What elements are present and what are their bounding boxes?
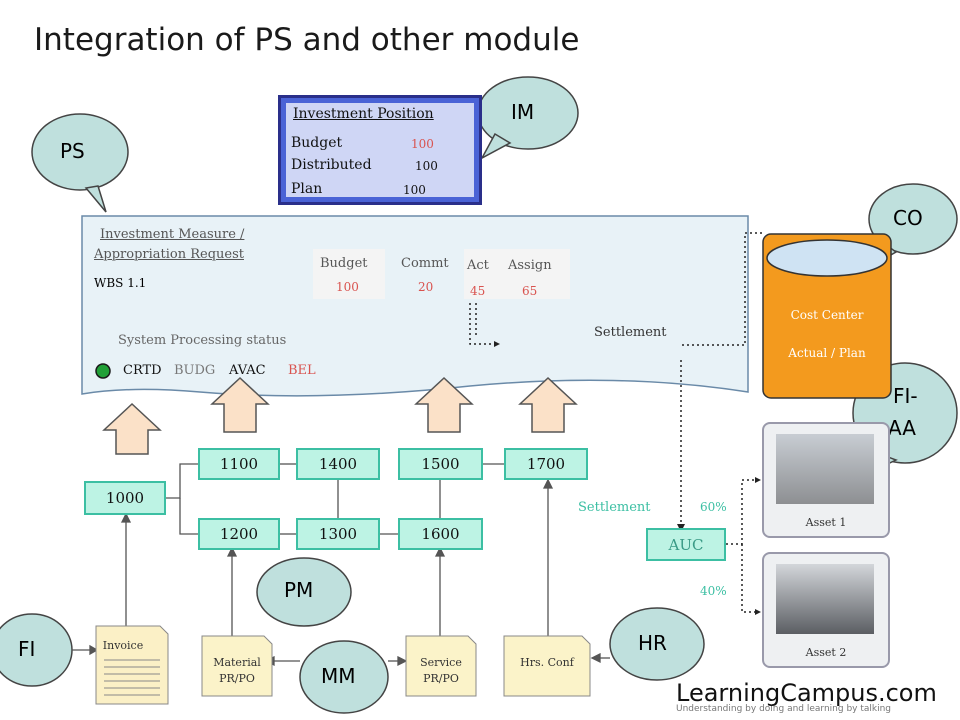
service-doc-label-1: Service xyxy=(420,656,462,669)
hr-bubble xyxy=(609,607,705,681)
co-bubble-label: CO xyxy=(893,206,923,230)
cost-center-label: Cost Center xyxy=(790,308,864,322)
node-1600[interactable]: 1600 xyxy=(398,518,483,550)
dotted-lines xyxy=(469,232,762,613)
asset-2-label: Asset 2 xyxy=(805,646,847,659)
material-doc-label-1: Material xyxy=(213,656,261,669)
material-doc-label-2: PR/PO xyxy=(219,672,255,685)
ps-panel xyxy=(81,215,749,397)
fi-bubble-label: FI xyxy=(18,637,36,661)
doc-shapes xyxy=(95,625,591,705)
assign-value: 65 xyxy=(522,284,538,298)
factory-image xyxy=(776,564,874,634)
hr-bubble-label: HR xyxy=(638,631,667,655)
up-arrow xyxy=(102,402,162,455)
auc-box[interactable]: AUC xyxy=(646,528,726,561)
brand-watermark: LearningCampus.com xyxy=(676,679,937,707)
commit-value: 20 xyxy=(418,280,434,294)
cost-center-actual-plan: Actual / Plan xyxy=(788,346,866,360)
doc-connectors xyxy=(120,478,554,636)
im-bubble-label: IM xyxy=(511,100,535,124)
status-crtd: CRTD xyxy=(123,363,162,378)
node-1100[interactable]: 1100 xyxy=(198,448,280,480)
node-1000[interactable]: 1000 xyxy=(84,481,166,515)
ps-panel-title-2: Appropriation Request xyxy=(94,247,244,262)
pct-60: 60% xyxy=(700,500,727,514)
up-arrow xyxy=(414,376,474,433)
page-title: Integration of PS and other module xyxy=(34,22,580,58)
node-1200[interactable]: 1200 xyxy=(198,518,280,550)
ip-budget-value: 100 xyxy=(411,137,434,151)
node-1700[interactable]: 1700 xyxy=(504,448,588,480)
fiaa-bubble-label-2: AA xyxy=(888,416,916,440)
asset-1-label: Asset 1 xyxy=(805,516,847,529)
asset-2-card[interactable]: Asset 2 xyxy=(762,552,890,668)
budget-cell xyxy=(313,249,385,299)
act-assign-cell xyxy=(464,249,570,299)
hrs-conf-doc-label: Hrs. Conf xyxy=(520,656,574,669)
ps-panel-title-1: Investment Measure / xyxy=(100,227,245,242)
investment-position-box: Investment Position Budget 100 Distribut… xyxy=(278,95,482,205)
actual-value: 45 xyxy=(470,284,486,298)
pm-bubble-label: PM xyxy=(284,578,314,602)
settlement-label-2: Settlement xyxy=(578,500,651,515)
ip-plan-label: Plan xyxy=(291,181,323,197)
investment-position-title: Investment Position xyxy=(293,106,434,122)
im-bubble xyxy=(477,76,579,160)
budget-label: Budget xyxy=(320,256,368,271)
pct-40: 40% xyxy=(700,584,727,598)
mm-bubble-label: MM xyxy=(321,664,356,688)
node-1300[interactable]: 1300 xyxy=(296,518,380,550)
mm-bubble xyxy=(299,640,389,714)
fi-bubble xyxy=(0,613,73,687)
status-avac: AVAC xyxy=(229,363,266,378)
ip-distributed-value: 100 xyxy=(415,159,438,173)
node-1400[interactable]: 1400 xyxy=(296,448,380,480)
ip-plan-value: 100 xyxy=(403,183,426,197)
service-doc-label-2: PR/PO xyxy=(423,672,459,685)
actual-label: Act xyxy=(467,258,489,273)
assign-label: Assign xyxy=(508,258,552,273)
ps-bubble-label: PS xyxy=(60,139,85,163)
status-budg: BUDG xyxy=(174,363,216,378)
ip-distributed-label: Distributed xyxy=(291,157,372,173)
cost-center-cylinder xyxy=(762,233,892,399)
pm-bubble xyxy=(256,557,352,627)
up-arrow xyxy=(518,376,578,433)
building-image xyxy=(776,434,874,504)
budget-value: 100 xyxy=(336,280,359,294)
commit-label: Commt xyxy=(401,256,449,271)
settlement-label: Settlement xyxy=(594,325,667,340)
node-1500[interactable]: 1500 xyxy=(398,448,483,480)
system-status-label: System Processing status xyxy=(118,333,287,348)
up-arrow xyxy=(210,376,270,433)
ip-budget-label: Budget xyxy=(291,135,343,151)
hierarchy-lines xyxy=(166,463,504,535)
status-bel: BEL xyxy=(288,363,316,378)
asset-1-card[interactable]: Asset 1 xyxy=(762,422,890,538)
invoice-doc-label: Invoice xyxy=(102,639,144,652)
brand-tagline: Understanding by doing and learning by t… xyxy=(676,704,892,714)
wbs-label: WBS 1.1 xyxy=(94,276,147,290)
ps-bubble xyxy=(31,113,129,213)
fiaa-bubble-label-1: FI- xyxy=(893,384,918,408)
status-dot xyxy=(95,363,111,379)
